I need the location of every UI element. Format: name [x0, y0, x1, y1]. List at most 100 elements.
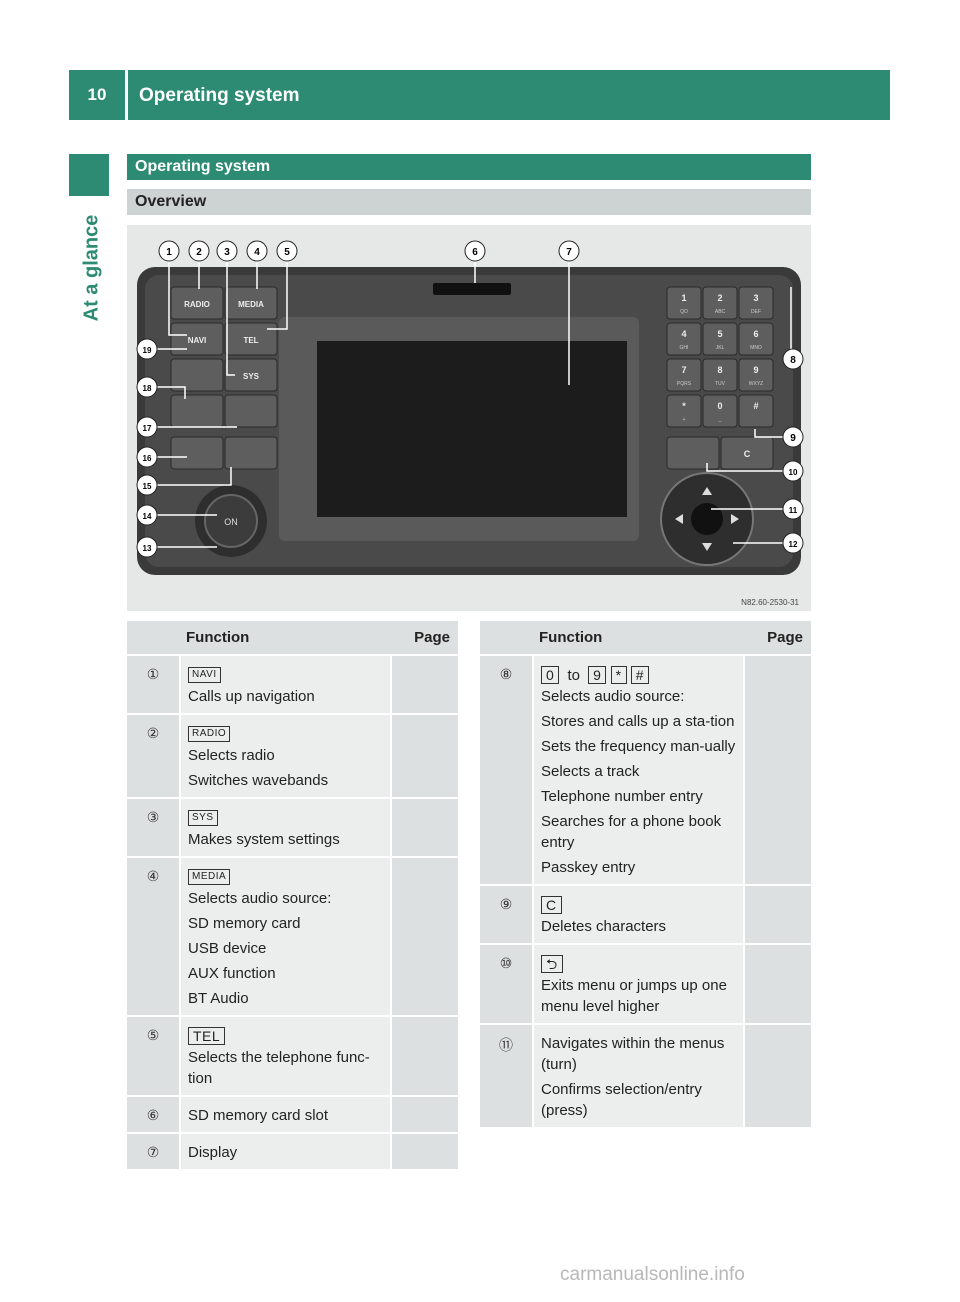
- callout-18: 18: [136, 376, 158, 398]
- key-3-label: 3: [753, 293, 758, 303]
- svg-text:1: 1: [166, 247, 172, 258]
- key-3-letters: DEF: [751, 309, 761, 315]
- head-unit-illustration: RADIO MEDIA NAVI TEL SYS ON: [136, 240, 804, 607]
- leader-lines: [147, 251, 792, 548]
- row-number: ⑦: [127, 1134, 179, 1169]
- callout-1: 1: [158, 240, 180, 262]
- function-text: Makes system settings: [188, 831, 340, 848]
- callout-3: 3: [216, 240, 238, 262]
- callout-16: 16: [136, 446, 158, 468]
- row-number: ④: [127, 858, 179, 1015]
- function-text: Sets the frequency man-ually: [541, 738, 736, 755]
- table-row: ⑪ Navigates within the menus (turn) Conf…: [480, 1025, 811, 1127]
- function-text: Selects the telephone func-tion: [188, 1049, 370, 1087]
- row-number: ⑧: [480, 656, 532, 884]
- function-text: Searches for a phone book entry: [541, 813, 722, 851]
- row-number: ③: [127, 799, 179, 856]
- callout-6: 6: [464, 240, 486, 262]
- row-number: ⑥: [127, 1097, 179, 1132]
- zero-key-icon: 0: [541, 666, 560, 684]
- to-label: to: [567, 667, 580, 684]
- callout-13: 13: [136, 536, 158, 558]
- header-function: Function: [539, 629, 603, 646]
- key-7-letters: PQRS: [677, 381, 692, 387]
- media-key-icon: MEDIA: [188, 869, 231, 885]
- header-function: Function: [186, 629, 250, 646]
- keypad: [666, 286, 774, 470]
- callout-5: 5: [276, 240, 298, 262]
- key-star-label: *: [682, 401, 686, 411]
- function-text: SD memory card: [188, 915, 301, 932]
- sd-slot: [433, 283, 511, 295]
- header-page: Page: [767, 629, 803, 646]
- callouts: 1 2 3 4 5 6 7 8 9 10 11 12 13 14 15 16 1…: [136, 240, 804, 558]
- key-7: [666, 358, 702, 392]
- function-text: Selects audio source:: [541, 688, 685, 705]
- subsection-title: Overview: [127, 189, 811, 215]
- navi-key-icon: NAVI: [188, 667, 221, 683]
- table-row: ② RADIO Selects radio38 Switches waveban…: [127, 715, 458, 797]
- function-text: Deletes characters: [541, 918, 667, 935]
- key-4-letters: GHI: [680, 345, 689, 351]
- radio-key: [170, 286, 224, 320]
- sys-key-icon: SYS: [188, 810, 218, 826]
- svg-text:6: 6: [472, 247, 478, 258]
- media-key-label: MEDIA: [238, 300, 264, 309]
- controller-arrows: [675, 487, 739, 551]
- svg-text:13: 13: [143, 544, 152, 553]
- c-key-icon: C: [541, 896, 562, 914]
- star-key-icon: *: [610, 666, 627, 684]
- svg-text:11: 11: [789, 506, 798, 515]
- function-text: Telephone number entry: [541, 788, 703, 805]
- table-row: ⑥ SD memory card slot: [127, 1097, 458, 1132]
- callout-9: 9: [782, 426, 804, 448]
- svg-text:8: 8: [790, 355, 796, 366]
- svg-text:14: 14: [143, 512, 152, 521]
- callout-11: 11: [782, 498, 804, 520]
- function-text: Selects radio: [188, 747, 275, 764]
- figure-code: N82.60-2530-31: [741, 598, 799, 607]
- key-6-label: 6: [753, 329, 758, 339]
- table-row: ⑦ Display11: [127, 1134, 458, 1169]
- hash-key-icon: #: [630, 666, 650, 684]
- callout-10: 10: [782, 460, 804, 482]
- function-text: BT Audio: [188, 990, 249, 1007]
- callout-4: 4: [246, 240, 268, 262]
- controller-center: [691, 503, 723, 535]
- row-number: ②: [127, 715, 179, 797]
- function-text: Passkey entry: [541, 859, 636, 876]
- on-knob-label: ON: [224, 517, 238, 527]
- svg-text:5: 5: [284, 247, 290, 258]
- callout-19: 19: [136, 338, 158, 360]
- radio-key-icon: RADIO: [188, 726, 231, 742]
- function-text: USB device: [188, 940, 267, 957]
- media-key: [224, 286, 278, 320]
- table-row: ① NAVI Calls up navigation28: [127, 656, 458, 713]
- table-row: ⑧ 0 to 9 * # Selects audio source: Store…: [480, 656, 811, 884]
- page-number: 10: [87, 85, 107, 104]
- svg-text:4: 4: [254, 247, 260, 258]
- svg-text:15: 15: [143, 482, 152, 491]
- skip-forward-key: [224, 436, 278, 470]
- key-star: [666, 394, 702, 428]
- callout-14: 14: [136, 504, 158, 526]
- svg-text:12: 12: [789, 540, 798, 549]
- table-row: ⑨ C Deletes characters: [480, 886, 811, 943]
- mute-key: [170, 358, 224, 392]
- svg-text:9: 9: [790, 433, 796, 444]
- function-text: Switches wavebands: [188, 772, 329, 789]
- navi-key-label: NAVI: [188, 336, 207, 345]
- key-2-label: 2: [717, 293, 722, 303]
- call-accept-key: [170, 394, 224, 428]
- page-header: 10 Operating system: [69, 70, 890, 120]
- back-key: [666, 436, 720, 470]
- c-key: [720, 436, 774, 470]
- callout-17: 17: [136, 416, 158, 438]
- svg-text:17: 17: [143, 424, 152, 433]
- table-row: ⑩ ⮌ Exits menu or jumps up one menu leve…: [480, 945, 811, 1023]
- key-3: [738, 286, 774, 320]
- side-tab: At a glance: [72, 200, 112, 336]
- key-1-label: 1: [681, 293, 686, 303]
- callout-2: 2: [188, 240, 210, 262]
- function-text: SD memory card slot: [188, 1107, 329, 1124]
